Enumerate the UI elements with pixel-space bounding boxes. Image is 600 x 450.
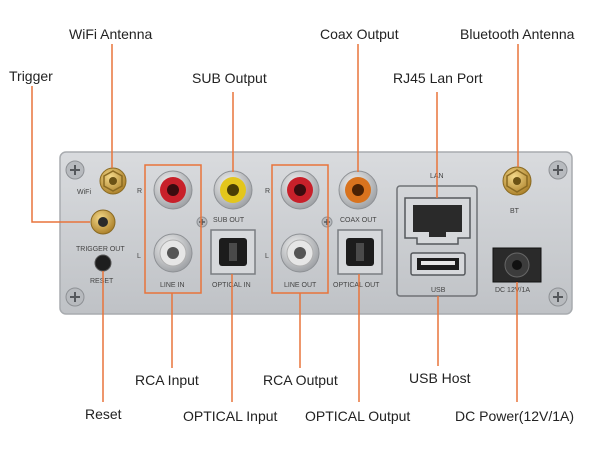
screw-icon xyxy=(196,216,208,228)
usb-port xyxy=(410,252,466,276)
callout-rca-output: RCA Output xyxy=(263,372,338,388)
callout-coax-output: Coax Output xyxy=(320,26,399,42)
reset-button xyxy=(94,254,112,272)
dc-panel-label: DC 12V/1A xyxy=(495,287,530,294)
screw-icon xyxy=(548,160,568,180)
line-out-panel-label: LINE OUT xyxy=(284,282,317,289)
bluetooth-antenna-connector xyxy=(502,166,532,196)
line-out-right-jack xyxy=(280,170,320,210)
screw-icon xyxy=(65,287,85,307)
callout-bluetooth-antenna: Bluetooth Antenna xyxy=(460,26,575,42)
leader-line-trigger xyxy=(31,86,90,223)
wifi-panel-label: WiFi xyxy=(77,189,91,196)
bt-panel-label: BT xyxy=(510,208,520,215)
screw-icon xyxy=(65,160,85,180)
trigger-out-panel-label: TRIGGER OUT xyxy=(76,246,125,253)
callout-sub-output: SUB Output xyxy=(192,70,267,86)
l-label-line-in: L xyxy=(137,253,141,260)
callout-rj45-lan-port: RJ45 Lan Port xyxy=(393,70,483,86)
callout-optical-input: OPTICAL Input xyxy=(183,408,278,424)
screw-icon xyxy=(548,287,568,307)
sub-out-jack xyxy=(213,170,253,210)
dc-power-jack xyxy=(492,247,542,283)
wifi-antenna-connector xyxy=(99,167,127,195)
line-in-right-jack xyxy=(153,170,193,210)
r-label-line-in: R xyxy=(137,188,142,195)
line-in-panel-label: LINE IN xyxy=(160,282,185,289)
line-out-left-jack xyxy=(280,233,320,273)
callout-trigger: Trigger xyxy=(9,68,53,84)
callout-dc-power: DC Power(12V/1A) xyxy=(455,408,575,424)
optical-out-panel-label: OPTICAL OUT xyxy=(333,282,380,289)
screw-icon xyxy=(321,216,333,228)
r-label-line-out: R xyxy=(265,188,270,195)
sub-out-panel-label: SUB OUT xyxy=(213,217,245,224)
coax-out-panel-label: COAX OUT xyxy=(340,217,377,224)
callout-usb-host: USB Host xyxy=(409,370,471,386)
reset-panel-label: RESET xyxy=(90,278,114,285)
line-in-highlight-box xyxy=(144,164,202,294)
l-label-line-out: L xyxy=(265,253,269,260)
trigger-out-jack xyxy=(90,209,116,235)
optical-in-port xyxy=(210,229,256,275)
callout-rca-input: RCA Input xyxy=(135,372,199,388)
callout-wifi-antenna: WiFi Antenna xyxy=(69,26,153,42)
line-in-left-jack xyxy=(153,233,193,273)
coax-out-jack xyxy=(338,170,378,210)
rj45-port xyxy=(404,197,471,245)
callout-optical-output: OPTICAL Output xyxy=(305,408,411,424)
callout-reset: Reset xyxy=(85,406,122,422)
usb-panel-label: USB xyxy=(431,287,446,294)
optical-out-port xyxy=(337,229,383,275)
